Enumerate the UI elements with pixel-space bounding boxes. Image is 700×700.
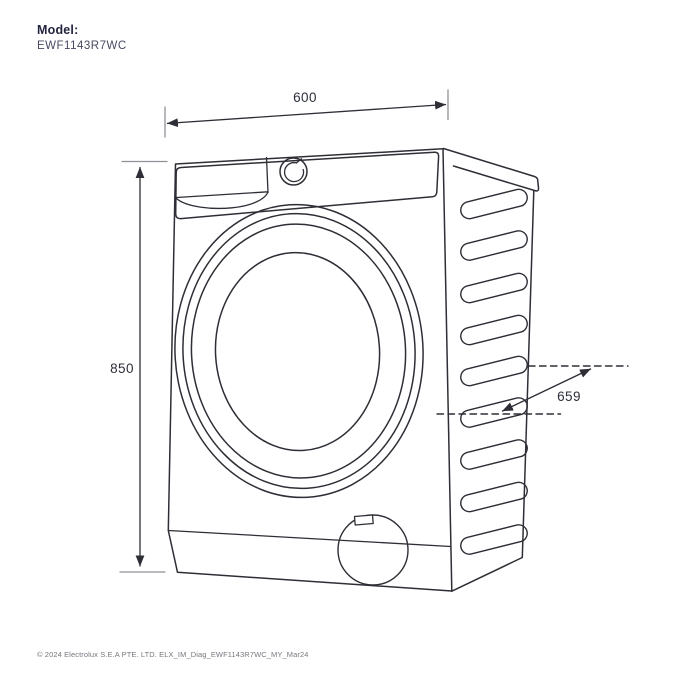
detergent-drawer-handle-curve: [175, 191, 269, 210]
side-panel-outline: [451, 190, 535, 592]
pump-cover: [337, 514, 409, 586]
vent-slots: [460, 188, 528, 555]
model-info: Model: EWF1143R7WC: [37, 22, 127, 54]
width-dimension: [164, 89, 449, 138]
pump-cover-tab: [353, 514, 374, 526]
copyright-text: © 2024 Electrolux S.E.A PTE. LTD. ELX_IM…: [37, 650, 309, 659]
knob-pointer-arc: [283, 161, 305, 183]
height-dimension: [119, 160, 168, 573]
vent-slot: [460, 524, 528, 555]
detergent-drawer-handle-top: [175, 191, 269, 199]
vent-slot: [460, 314, 528, 346]
depth-dimension-arrow: [501, 368, 592, 412]
vent-slot: [460, 355, 528, 387]
height-dimension-label: 850: [110, 361, 134, 376]
depth-dimension-label: 659: [557, 389, 581, 404]
panel-divider-line: [265, 156, 269, 194]
vent-slot: [460, 188, 528, 220]
vent-slot: [460, 397, 528, 428]
front-panel-outline: [167, 148, 453, 592]
door-ring-3: [190, 223, 407, 479]
vent-slot: [460, 272, 528, 304]
door: [174, 203, 424, 499]
washing-machine: [167, 147, 540, 592]
door-outer-ring: [174, 203, 424, 499]
control-panel: [174, 151, 440, 220]
model-number: EWF1143R7WC: [37, 40, 127, 53]
vent-slot: [460, 481, 528, 513]
depth-dimension: [436, 365, 629, 415]
door-glass: [214, 251, 381, 452]
kick-plate-line: [167, 529, 452, 548]
width-dimension-arrow: [166, 100, 447, 128]
model-label: Model:: [37, 23, 79, 37]
vent-slot: [460, 230, 528, 261]
width-dimension-label: 600: [293, 90, 317, 105]
top-panel-edge: [442, 147, 540, 192]
knob-pointer-tick: [295, 158, 303, 164]
door-ring-2: [182, 212, 416, 490]
program-knob-icon: [279, 157, 308, 186]
vent-slot: [460, 439, 528, 470]
